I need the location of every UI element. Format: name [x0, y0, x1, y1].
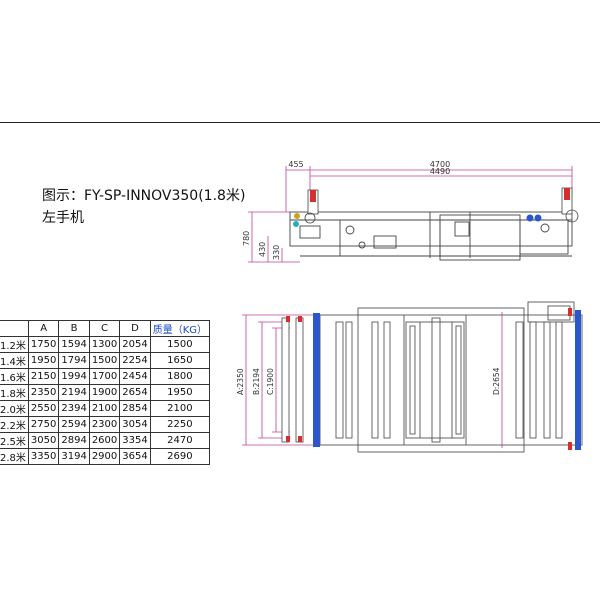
roller-cyan	[293, 221, 299, 227]
cell-c: 2300	[88, 416, 121, 433]
cell-b: 2594	[58, 416, 90, 433]
dim-780: 780	[242, 231, 251, 246]
cell-c: 1700	[88, 368, 121, 385]
dim-c: C:1900	[266, 368, 275, 395]
top-frame	[319, 301, 583, 453]
title-hand: 左手机	[42, 210, 84, 226]
top-rollers	[281, 317, 563, 443]
side-frame	[289, 211, 573, 261]
dim-430: 430	[258, 242, 267, 257]
dim-4490: 4490	[430, 167, 450, 176]
cell-a: 3350	[27, 448, 60, 465]
cell-d: 2054	[119, 336, 151, 353]
cell-a: 2350	[27, 384, 60, 401]
roller-blue-2	[534, 214, 542, 222]
row-size: 2.2米	[0, 416, 29, 433]
table-row: 1.8米 2350 2194 1900 2654 1950	[0, 384, 211, 401]
cell-b: 2894	[58, 432, 90, 449]
cell-c: 2100	[88, 400, 121, 417]
cell-c: 1500	[88, 352, 121, 369]
row-size: 1.2米	[0, 336, 29, 353]
dim-a: A:2350	[236, 368, 245, 395]
cell-d: 2654	[119, 384, 151, 401]
cell-weight: 2690	[149, 448, 211, 465]
row-size: 2.0米	[0, 400, 29, 417]
cell-d: 3354	[119, 432, 151, 449]
cell-a: 2750	[27, 416, 60, 433]
cell-d: 3654	[119, 448, 151, 465]
drawing-title: 图示：FY-SP-INNOV350(1.8米) 左手机	[42, 186, 245, 228]
top-end-plates	[286, 308, 581, 450]
cell-b: 1994	[58, 368, 90, 385]
cell-a: 2550	[27, 400, 60, 417]
header-a: A	[27, 320, 60, 337]
cell-d: 2254	[119, 352, 151, 369]
cell-d: 3054	[119, 416, 151, 433]
cell-weight: 1800	[149, 368, 211, 385]
cell-b: 2194	[58, 384, 90, 401]
dim-330: 330	[272, 245, 281, 260]
row-size: 2.8米	[0, 448, 29, 465]
top-divider-line	[0, 122, 600, 123]
cell-weight: 1650	[149, 352, 211, 369]
header-blank	[0, 320, 29, 337]
row-size: 1.4米	[0, 352, 29, 369]
table-row: 1.6米 2150 1994 1700 2454 1800	[0, 368, 211, 385]
spec-table: A B C D 质量（KG） 1.2米 1750 1594 1300 2054 …	[0, 320, 211, 465]
table-row: 2.0米 2550 2394 2100 2854 2100	[0, 400, 211, 417]
top-view: A:2350 B:2194 C:1900 D:2654	[236, 301, 583, 453]
table-row: 2.5米 3050 2894 2600 3354 2470	[0, 432, 211, 449]
side-uprights	[304, 187, 579, 224]
cell-a: 2150	[27, 368, 60, 385]
cell-a: 3050	[27, 432, 60, 449]
row-size: 1.8米	[0, 384, 29, 401]
cell-b: 1594	[58, 336, 90, 353]
dim-4700: 4700	[430, 160, 450, 169]
cell-weight: 2470	[149, 432, 211, 449]
cell-weight: 1950	[149, 384, 211, 401]
header-d: D	[119, 320, 151, 337]
table-row: 1.2米 1750 1594 1300 2054 1500	[0, 336, 211, 353]
cell-d: 2454	[119, 368, 151, 385]
table-row: 2.8米 3350 3194 2900 3654 2690	[0, 448, 211, 465]
cell-c: 2600	[88, 432, 121, 449]
roller-yellow	[294, 213, 300, 219]
side-view: 455 4700 4490 780 430 330	[242, 160, 579, 263]
dim-d: D:2654	[492, 367, 501, 395]
header-c: C	[88, 320, 121, 337]
title-model: 图示：FY-SP-INNOV350(1.8米)	[42, 188, 246, 204]
cell-a: 1750	[27, 336, 60, 353]
row-size: 2.5米	[0, 432, 29, 449]
cell-c: 1300	[88, 336, 121, 353]
cell-b: 1794	[58, 352, 90, 369]
cell-weight: 2250	[149, 416, 211, 433]
cell-c: 1900	[88, 384, 121, 401]
cell-b: 2394	[58, 400, 90, 417]
row-size: 1.6米	[0, 368, 29, 385]
header-b: B	[58, 320, 90, 337]
cell-weight: 1500	[149, 336, 211, 353]
cell-d: 2854	[119, 400, 151, 417]
dim-455: 455	[288, 160, 303, 169]
header-weight-kg: 质量（KG）	[149, 320, 211, 337]
cell-b: 3194	[58, 448, 90, 465]
cell-c: 2900	[88, 448, 121, 465]
cell-weight: 2100	[149, 400, 211, 417]
roller-blue-1	[526, 214, 534, 222]
table-row: 2.2米 2750 2594 2300 3054 2250	[0, 416, 211, 433]
table-row: 1.4米 1950 1794 1500 2254 1650	[0, 352, 211, 369]
cell-a: 1950	[27, 352, 60, 369]
spec-table-header: A B C D 质量（KG）	[0, 320, 211, 337]
dim-b: B:2194	[252, 368, 261, 395]
